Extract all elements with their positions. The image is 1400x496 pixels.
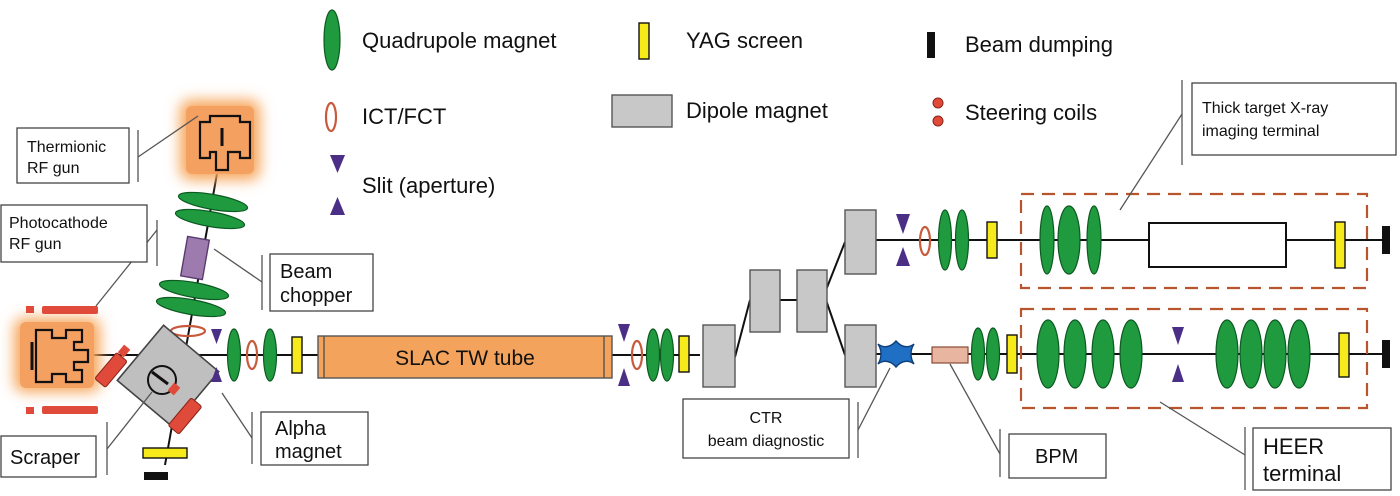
scraper-yag-and-dump: [142, 447, 188, 480]
lower-branch-slit: [1172, 327, 1184, 382]
lower-quadrupole-8: [1239, 319, 1263, 389]
main-ict: [245, 339, 259, 371]
heer-terminal-label: HEER terminal: [1252, 427, 1392, 491]
main-quadrupole-2: [262, 328, 278, 382]
bpm-label: BPM: [1008, 433, 1107, 479]
alpha-label-line2: magnet: [275, 441, 342, 463]
main-yag-1: [291, 336, 303, 374]
slac-tw-tube: SLAC TW tube: [317, 335, 613, 379]
beam-chopper: [179, 235, 211, 281]
main-quadrupole-3: [645, 328, 661, 382]
thick-label-line1: Thick target X-ray: [1202, 100, 1328, 117]
thick-target-terminal-outline: [1019, 192, 1369, 290]
beam-dump-legend-icon: [927, 32, 935, 58]
main-ict-2: [630, 339, 644, 371]
legend-steering-label: Steering coils: [965, 100, 1097, 125]
legend-dipole-label: Dipole magnet: [686, 98, 828, 123]
legend-slit-label: Slit (aperture): [362, 173, 495, 198]
main-line-slit-1: [211, 329, 222, 382]
lower-quadrupole-10: [1287, 319, 1311, 389]
lower-quadrupole-5: [1091, 319, 1115, 389]
legend-dump-label: Beam dumping: [965, 32, 1113, 57]
upper-quadrupole-4: [1057, 205, 1081, 275]
legend-yag-label: YAG screen: [686, 28, 803, 53]
ctr-label-line2: beam diagnostic: [708, 433, 825, 450]
dipole-magnets: [702, 209, 877, 388]
legend: Quadrupole magnet YAG screen Beam dumpin…: [323, 9, 1113, 215]
ctr-label: CTR beam diagnostic: [682, 398, 850, 459]
slac-tube-label: SLAC TW tube: [395, 347, 535, 370]
chopper-label-line1: Beam: [280, 261, 332, 283]
heer-label-line2: terminal: [1263, 461, 1341, 486]
ict-legend-icon: [324, 101, 338, 133]
upper-beam-dump: [1382, 226, 1390, 254]
photocathode-label: Photocathode RF gun: [0, 204, 148, 263]
ctr-label-line1: CTR: [750, 410, 783, 427]
lower-quadrupole-6: [1119, 319, 1143, 389]
beam-chopper-label: Beam chopper: [269, 253, 374, 312]
alpha-label-line1: Alpha: [275, 418, 327, 440]
lower-quadrupole-2: [985, 327, 1001, 381]
thick-target-label: Thick target X-ray imaging terminal: [1191, 82, 1397, 156]
yag-legend-icon: [638, 22, 650, 60]
thermionic-label-line1: Thermionic: [27, 139, 106, 156]
ctr-diagnostic-chamber: [877, 339, 915, 369]
lower-quadrupole-3: [1036, 319, 1060, 389]
upper-yag-1: [986, 221, 998, 259]
lower-quadrupole-7: [1215, 319, 1239, 389]
chopper-label-line2: chopper: [280, 285, 353, 307]
thermionic-label: Thermionic RF gun: [16, 127, 130, 184]
legend-ict-label: ICT/FCT: [362, 104, 446, 129]
upper-quadrupole-3: [1039, 205, 1055, 275]
upper-quadrupole-1: [937, 209, 953, 271]
upper-branch-slit: [896, 214, 910, 266]
bpm-device: [931, 346, 969, 364]
main-yag-2: [678, 335, 690, 373]
alpha-magnet: [95, 324, 220, 434]
upper-quadrupole-2: [954, 209, 970, 271]
thermionic-rf-gun: [180, 100, 260, 180]
lower-beam-dump: [1382, 340, 1390, 368]
lower-quadrupole-9: [1263, 319, 1287, 389]
upper-yag-2: [1334, 221, 1346, 269]
thermionic-label-line2: RF gun: [27, 160, 79, 177]
alpha-magnet-label: Alpha magnet: [260, 411, 369, 466]
main-line-slit-2: [618, 324, 630, 386]
gun-branch-quadrupoles: [155, 191, 249, 318]
photocathode-label-line1: Photocathode: [9, 215, 108, 232]
upper-quadrupole-5: [1086, 205, 1102, 275]
steering-coils-legend-icon: [932, 97, 944, 127]
photocathode-label-line2: RF gun: [9, 236, 61, 253]
heer-label-line1: HEER: [1263, 434, 1324, 459]
lower-quadrupole-4: [1063, 319, 1087, 389]
heer-terminal-outline: [1019, 307, 1369, 410]
scraper-label: Scraper: [0, 435, 97, 478]
main-quadrupole-1: [226, 328, 242, 382]
thick-label-line2: imaging terminal: [1202, 123, 1319, 140]
lower-yag-1: [1006, 334, 1018, 374]
upper-ict: [918, 225, 932, 257]
quadrupole-legend-icon: [323, 9, 341, 71]
dipole-legend-icon: [611, 94, 673, 128]
legend-quadrupole-label: Quadrupole magnet: [362, 28, 556, 53]
slit-legend-icon: [330, 155, 345, 215]
scraper-label-text: Scraper: [10, 447, 80, 469]
lower-quadrupole-1: [970, 327, 986, 381]
main-quadrupole-4: [659, 328, 675, 382]
leader-lines: [95, 80, 1246, 490]
bpm-label-text: BPM: [1035, 446, 1078, 468]
photocathode-rf-gun: [14, 306, 100, 414]
thick-target: [1148, 222, 1287, 268]
lower-yag-2: [1338, 332, 1350, 378]
